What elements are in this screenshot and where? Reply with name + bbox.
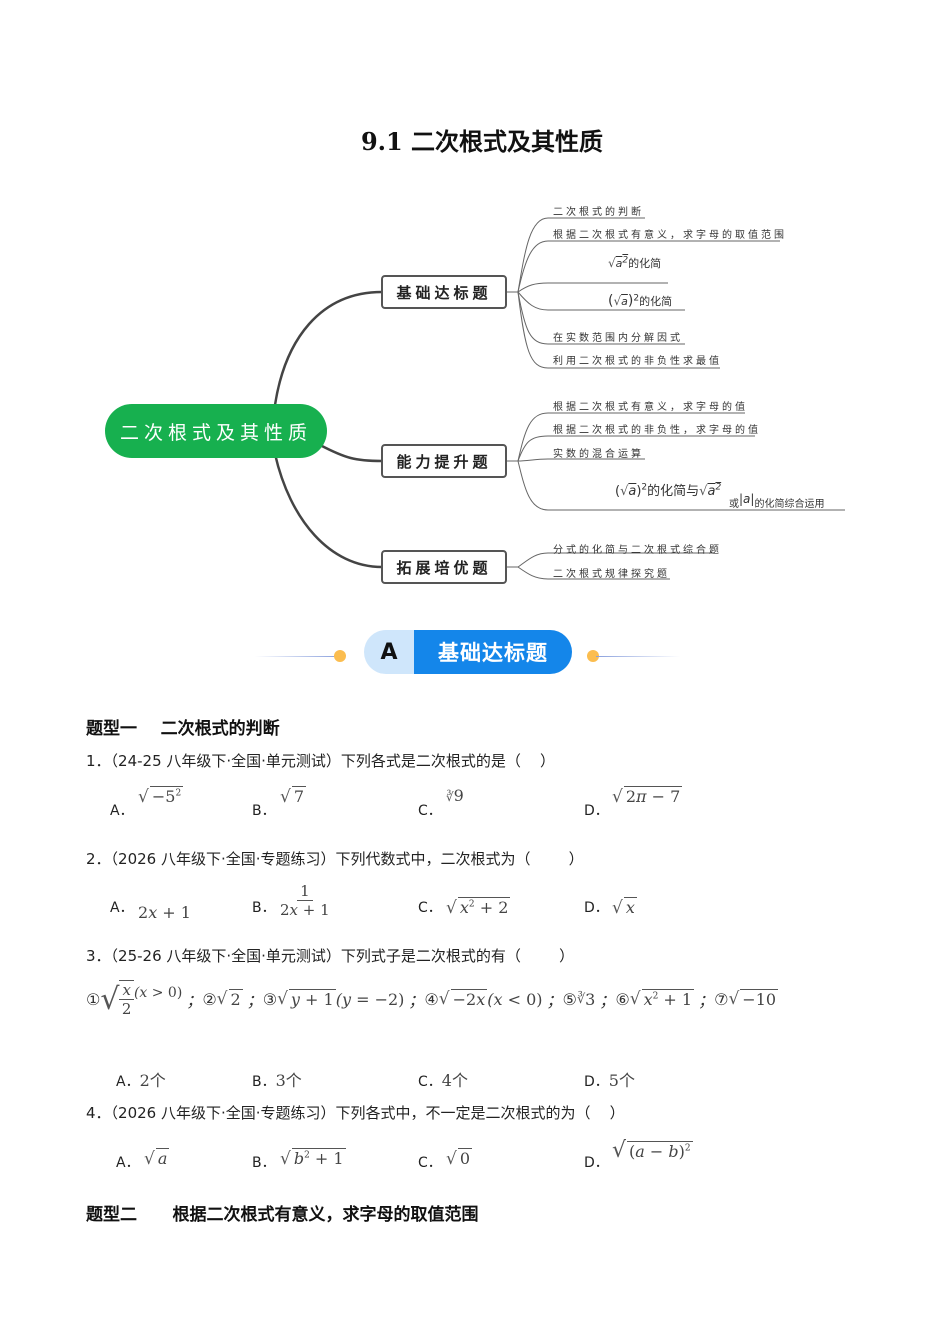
banner-label: 基础达标题 — [414, 630, 572, 674]
option-b-label: B． — [252, 1155, 276, 1171]
mindmap-category-advanced: 能力提升题 — [381, 444, 507, 478]
mindmap-category-extension: 拓展培优题 — [381, 550, 507, 584]
option-d-expr: √x — [612, 897, 637, 918]
option-d-expr: √(a − b)2 — [612, 1138, 693, 1163]
option-a-label: A． — [110, 803, 134, 819]
option-d-label: D． — [584, 1155, 609, 1171]
banner-line-right — [596, 656, 680, 657]
option-a-label: A． — [116, 1155, 140, 1171]
option-a-expr: √−52 — [138, 786, 184, 807]
banner-dot-left — [334, 650, 346, 662]
question-text: 3．（25-26 八年级下·全国·单元测试）下列式子是二次根式的有（ ） — [86, 947, 575, 965]
option-b-label: B． — [252, 803, 276, 819]
question-text: 1．（24-25 八年级下·全国·单元测试）下列各式是二次根式的是（ ） — [86, 752, 556, 770]
option-c-expr: ∛9 — [446, 786, 464, 805]
option-a-expr: √a — [144, 1148, 170, 1169]
mindmap-leaf: 实数的混合运算 — [553, 449, 644, 460]
option-a: A．2个 — [116, 1071, 166, 1090]
option-a-label: A． — [110, 900, 134, 916]
mindmap-leaf-combo: (√a)2的化简与√a2 — [615, 482, 722, 499]
banner-letter: A — [364, 630, 414, 674]
mindmap-leaf-sqrt-a-squared: (√a)2的化简 — [608, 293, 673, 309]
section-banner: A 基础达标题 — [364, 630, 572, 674]
mindmap-connectors — [273, 217, 845, 580]
option-b-expr: √7 — [280, 786, 307, 807]
mindmap-root: 二次根式及其性质 — [105, 404, 327, 458]
option-b-label: B． — [252, 900, 276, 916]
option-d-expr: √2π − 7 — [612, 786, 683, 807]
option-d-label: D． — [584, 900, 609, 916]
option-d: D．5个 — [584, 1071, 635, 1090]
option-b-expr: √b2 + 1 — [280, 1148, 346, 1169]
option-c-expr: √x2 + 2 — [446, 897, 511, 918]
section-heading: 题型一 二次根式的判断 — [86, 719, 280, 739]
banner-line-left — [255, 656, 339, 657]
option-c: C．4个 — [418, 1071, 468, 1090]
banner-dot-right — [587, 650, 599, 662]
section-heading: 题型二 根据二次根式有意义，求字母的取值范围 — [86, 1205, 479, 1225]
mindmap-leaf: 在实数范围内分解因式 — [553, 333, 683, 344]
mindmap-leaf: 二次根式规律探究题 — [553, 569, 670, 580]
mindmap-leaf: 根据二次根式有意义，求字母的取值范围 — [553, 230, 787, 241]
option-c-label: C． — [418, 1155, 442, 1171]
question-text: 2．（2026 八年级下·全国·专题练习）下列代数式中，二次根式为（ ） — [86, 850, 584, 868]
option-c-expr: √0 — [446, 1148, 473, 1169]
mindmap-leaf: 二次根式的判断 — [553, 207, 644, 218]
option-b: B．3个 — [252, 1071, 302, 1090]
mindmap-leaf: 利用二次根式的非负性求最值 — [553, 356, 722, 367]
mindmap-category-basic: 基础达标题 — [381, 275, 507, 309]
option-d-label: D． — [584, 803, 609, 819]
option-a-expr: 2x + 1 — [138, 903, 191, 922]
mindmap-leaf: 根据二次根式的非负性，求字母的值 — [553, 425, 761, 436]
option-c-label: C． — [418, 803, 442, 819]
page-title: 9.1 二次根式及其性质 — [360, 127, 604, 156]
option-c-label: C． — [418, 900, 442, 916]
mindmap-leaf-combo-tail: 或|a|的化简综合运用 — [729, 492, 825, 510]
mindmap-leaf: 根据二次根式有意义，求字母的值 — [553, 402, 748, 413]
question-text: 4．（2026 八年级下·全国·专题练习）下列各式中，不一定是二次根式的为（ ） — [86, 1104, 625, 1122]
mindmap-leaf-sqrt-a2: √a2的化简 — [608, 255, 662, 270]
mindmap-leaf: 分式的化简与二次根式综合题 — [553, 545, 722, 556]
